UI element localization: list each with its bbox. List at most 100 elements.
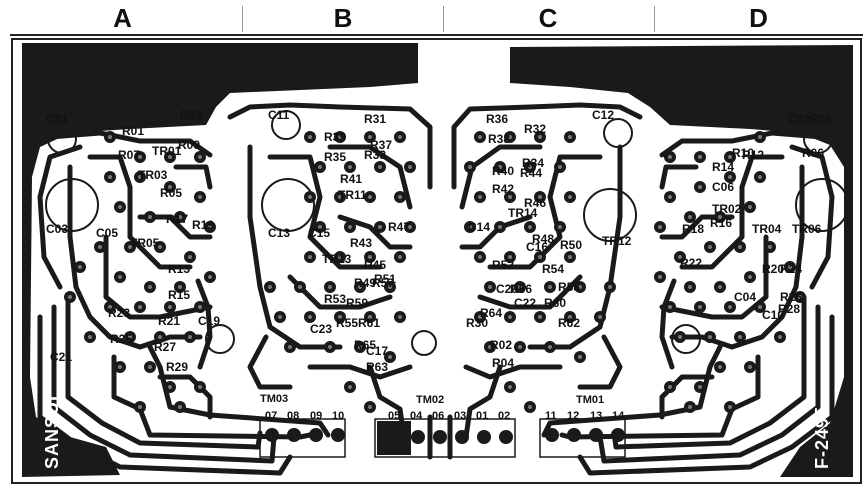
pad-hole [268, 285, 272, 289]
pad-hole [758, 175, 762, 179]
component-labels: C01R01R03R07R09TR01TR03C05R05R17TR05R19C… [46, 108, 832, 374]
pad-hole [138, 305, 142, 309]
pad-hole [138, 155, 142, 159]
pad-hole [748, 365, 752, 369]
component-designator: C16 [526, 240, 548, 254]
terminal-label-tm03: TM03 [260, 393, 288, 405]
pad-hole [718, 365, 722, 369]
component-designator: R64 [480, 306, 502, 320]
pad-hole [538, 135, 542, 139]
pad-hole [578, 355, 582, 359]
board-outline [11, 38, 862, 484]
pad-hole [478, 135, 482, 139]
pad-hole [148, 365, 152, 369]
component-designator: R14 [712, 160, 734, 174]
component-designator: R30 [466, 316, 488, 330]
terminal-tm03: TM03 07 08 09 10 [259, 393, 346, 458]
pad-hole [508, 385, 512, 389]
pad-hole [328, 285, 332, 289]
pad-hole [308, 195, 312, 199]
pad-hole [748, 205, 752, 209]
component-designator: R34 [522, 156, 544, 170]
pad-hole [698, 155, 702, 159]
component-designator: R54 [542, 262, 564, 276]
terminal-pin: 09 [310, 410, 322, 422]
pad-hole [278, 315, 282, 319]
pad-hole [398, 195, 402, 199]
component-designator: C21 [50, 350, 72, 364]
component-designator: C03 [46, 222, 68, 236]
pad-hole [548, 345, 552, 349]
pad-hole [408, 165, 412, 169]
component-designator: C17 [366, 344, 388, 358]
pad-hole [328, 345, 332, 349]
component-designator: R13 [168, 262, 190, 276]
large-capacitors [45, 110, 849, 356]
component-designator: TR12 [602, 234, 632, 248]
pad-hole [398, 315, 402, 319]
component-designator: R32 [524, 122, 546, 136]
component-designator: R52 [492, 258, 514, 272]
pcb-svg: TM03 07 08 09 10 TM02 05 04 06 03 01 02 … [11, 38, 862, 484]
pad-hole [698, 185, 702, 189]
pad-hole [538, 195, 542, 199]
column-header-bar: A B C D [10, 2, 863, 36]
component-designator: C14 [468, 220, 490, 234]
pad-hole [678, 335, 682, 339]
terminal-label-tm02: TM02 [416, 394, 444, 406]
component-designator: C13 [268, 226, 290, 240]
pad-hole [158, 245, 162, 249]
component-designator: R05 [160, 186, 182, 200]
pad-hole [168, 305, 172, 309]
pad-hole [508, 315, 512, 319]
pad-hole [118, 275, 122, 279]
terminal-pin: 05 [388, 410, 400, 422]
pad-hole [308, 135, 312, 139]
pad-hole [758, 135, 762, 139]
component-designator: R01 [122, 124, 144, 138]
pad-hole [668, 155, 672, 159]
pad-hole [658, 275, 662, 279]
component-designator: R53 [324, 292, 346, 306]
component-designator: R47 [388, 220, 410, 234]
ground-plane [510, 45, 853, 477]
pad-hole [318, 165, 322, 169]
pad-hole [468, 225, 472, 229]
component-designator: R28 [778, 302, 800, 316]
pad-hole [198, 385, 202, 389]
component-designator: R07 [118, 148, 140, 162]
pad-hole [368, 405, 372, 409]
pad-hole [378, 165, 382, 169]
pad-hole [768, 245, 772, 249]
component-designator: C11 [268, 108, 290, 122]
pad-hole [308, 315, 312, 319]
pad-hole [558, 225, 562, 229]
component-designator: R41 [340, 172, 362, 186]
component-designator: TR11 [338, 188, 367, 202]
pad-hole [778, 335, 782, 339]
pad-hole [138, 405, 142, 409]
pad-hole [568, 315, 572, 319]
component-designator: R42 [492, 182, 514, 196]
pad-hole [738, 245, 742, 249]
component-designator: C04 [734, 290, 756, 304]
pad-hole [798, 295, 802, 299]
component-designator: R08 [810, 112, 832, 126]
column-divider [443, 6, 444, 32]
pad-hole [728, 175, 732, 179]
pad-hole [728, 305, 732, 309]
pad-hole [678, 255, 682, 259]
pad-hole [398, 255, 402, 259]
pad-hole [548, 285, 552, 289]
pad-hole [348, 165, 352, 169]
component-designator: C06 [712, 180, 734, 194]
component-designator: R09 [178, 138, 200, 152]
component-designator: R31 [364, 112, 386, 126]
component-designator: R58 [558, 280, 580, 294]
component-designator: R38 [488, 132, 510, 146]
pad-hole [318, 225, 322, 229]
pad-hole [398, 135, 402, 139]
part-number: F-2495 [812, 406, 832, 469]
component-designator: R49 [354, 276, 376, 290]
pad-hole [528, 225, 532, 229]
